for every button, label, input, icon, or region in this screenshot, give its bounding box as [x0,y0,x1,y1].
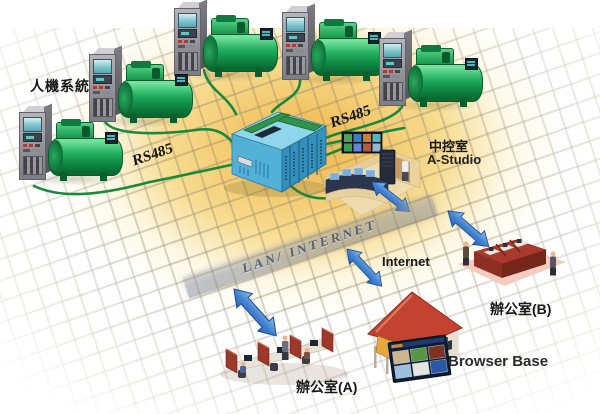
nameplate [260,28,273,40]
hmi-panel [379,29,414,110]
operator-person-icon [401,155,409,181]
office-b-cubicles [458,239,566,286]
nameplate [465,58,478,70]
chiller-body [118,61,193,126]
terminal-strip [277,115,323,132]
hmi-system-label: 人機系統 [30,78,90,94]
server-rack [379,149,396,185]
panel-screen [286,17,305,32]
chiller-unit [282,3,386,86]
chiller-body [311,19,386,84]
arrow-lan-office-a [225,281,285,344]
browser-base-label: Browser Base [448,353,549,370]
office-a-cubicles [220,327,348,385]
controller-device [224,111,328,197]
chiller-body [48,119,123,184]
control-room [323,131,421,217]
serial-port [237,155,253,168]
nameplate [175,74,188,86]
panel-screen [383,43,402,58]
cable-machine-b [270,76,302,114]
browser-thumbnails [392,344,448,380]
chiller-unit [19,103,123,186]
nameplate [105,132,118,144]
office-a-label: 辦公室(A) [296,379,358,395]
office-b-label: 辦公室(B) [490,301,552,317]
arrow-lan-office-b [441,203,496,254]
cable-machine-d [102,118,236,146]
arrow-lan-internet [340,242,389,293]
chiller-body [408,45,483,110]
panel-keypad [178,52,198,71]
chiller-unit [379,29,483,112]
video-wall [341,131,383,154]
cable-machine-a [202,68,238,116]
hmi-panel [19,103,54,184]
panel-keypad [23,156,43,175]
control-room-label: 中控室 [429,139,469,154]
office-b-people [463,241,556,276]
chiller-unit [89,45,193,128]
chiller-body [203,15,278,80]
terminal-strip [243,112,292,134]
a-studio-label: A-Studio [427,152,482,167]
hmi-panel [282,3,317,84]
internet-label: Internet [382,254,430,269]
browser-window [387,334,452,383]
panel-keypad [286,56,306,75]
panel-screen [178,13,197,28]
panel-screen [93,59,112,74]
panel-screen [23,117,42,132]
console-desk [325,167,389,205]
panel-keypad [93,98,113,117]
panel-keypad [383,82,403,101]
office-a-people [240,335,310,373]
hmi-panel [89,45,124,126]
cubicle-partitions [225,327,334,374]
